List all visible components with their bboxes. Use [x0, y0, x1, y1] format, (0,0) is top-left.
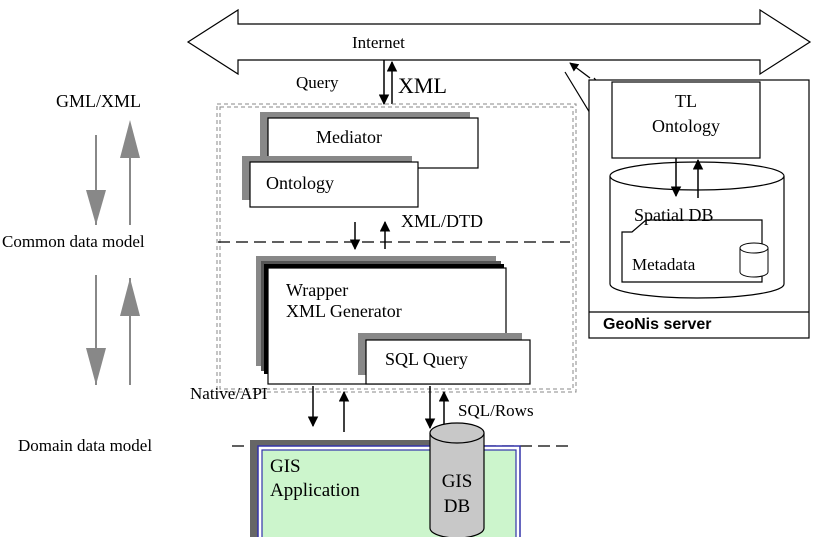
dashed-container-outer — [216, 103, 577, 393]
gis-db-line1: GIS — [441, 471, 473, 492]
spatial-db-label: Spatial DB — [634, 205, 714, 225]
tl-ontology-box — [611, 81, 761, 159]
gml-xml-label: GML/XML — [56, 91, 141, 111]
gis-app-line2: Application — [270, 480, 360, 501]
common-data-model-label: Common data model — [2, 232, 145, 251]
server-to-internet-arrow — [569, 62, 591, 79]
internet-label: Internet — [352, 33, 405, 52]
domain-data-model-label: Domain data model — [18, 436, 153, 455]
gis-db-top — [429, 422, 485, 444]
sql-rows-label: SQL/Rows — [458, 401, 534, 420]
internet-double-arrow — [186, 8, 812, 76]
metadata-small-cylinder-top — [739, 242, 769, 254]
wrapper-label-line1: Wrapper — [286, 280, 349, 300]
query-label: Query — [296, 73, 339, 92]
ontology-box — [249, 161, 419, 208]
gml-up-head-2 — [120, 278, 140, 316]
dashed-container-inner — [219, 106, 574, 390]
spatial-db-top — [609, 161, 785, 191]
mediator-label: Mediator — [316, 127, 382, 147]
sql-query-box — [365, 339, 531, 385]
metadata-label: Metadata — [632, 255, 696, 274]
geonis-server-title: GeoNis server — [603, 316, 712, 333]
gml-up-head-1 — [120, 120, 140, 158]
metadata-folder — [621, 219, 763, 283]
native-api-label: Native/API — [190, 384, 268, 403]
xml-label: XML — [398, 73, 447, 98]
tl-label-line1: TL — [675, 91, 697, 111]
wrapper-label-line2: XML Generator — [286, 301, 402, 321]
tl-label-line2: Ontology — [651, 116, 720, 136]
metadata-small-cylinder — [739, 248, 769, 278]
gis-db-cylinder — [429, 433, 485, 537]
gml-down-head-1 — [86, 190, 106, 225]
gml-down-head-2 — [86, 348, 106, 385]
sql-query-label: SQL Query — [385, 349, 468, 369]
xml-dtd-label: XML/DTD — [401, 211, 483, 231]
gis-db-line2: DB — [443, 496, 471, 517]
gis-app-line1: GIS — [270, 456, 301, 477]
ontology-label: Ontology — [266, 173, 335, 193]
